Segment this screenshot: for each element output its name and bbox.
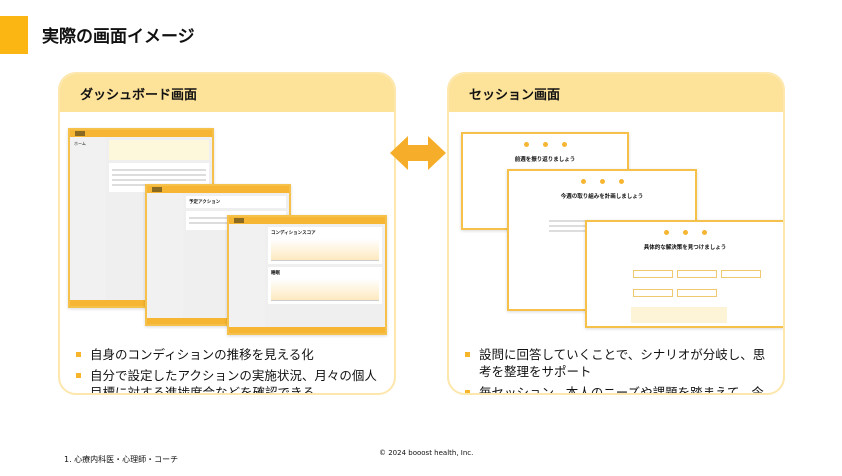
session-heading: 前週を振り返りましょう — [514, 157, 576, 163]
sleep-heading: 睡眠 — [271, 271, 280, 276]
dashboard-screenshot-3: コンディションスコア 睡眠 — [227, 215, 387, 335]
condition-score-heading: コンディションスコア — [271, 231, 316, 236]
planned-actions-heading: 予定アクション — [186, 196, 286, 208]
page-title: 実際の画面イメージ — [42, 27, 195, 47]
session-panel-header: セッション画面 — [449, 74, 783, 112]
bullet: 毎セッション、本人のニーズや課題を踏まえて、今取れる具体アクションに導く — [463, 384, 773, 393]
double-arrow-icon — [390, 136, 446, 170]
session-screenshot-3: 具体的な解決策を見つけましょう — [585, 220, 783, 328]
session-panel: セッション画面 前週を振り返りましょう 今週の取り組みを計画しましょう 具体的な… — [447, 72, 785, 395]
session-heading: 具体的な解決策を見つけましょう — [643, 245, 727, 251]
dashboard-panel: ダッシュボード画面 ホーム 予定アクション コンディションスコア 睡眠 自身のコ… — [58, 72, 396, 395]
bullet: 設問に回答していくことで、シナリオが分岐し、思考を整理をサポート — [463, 346, 773, 380]
copyright: © 2024 booost health, Inc. — [379, 449, 474, 457]
session-heading: 今週の取り組みを計画しましょう — [560, 194, 644, 200]
nav-home: ホーム — [70, 137, 106, 300]
dashboard-panel-header: ダッシュボード画面 — [60, 74, 394, 112]
footnote: 1. 心療内科医・心理師・コーチ — [64, 455, 179, 464]
title-marker — [0, 16, 28, 54]
bullet: 自身のコンディションの推移を見える化 — [74, 346, 384, 363]
bullet: 自分で設定したアクションの実施状況、月々の個人目標に対する進捗度合などを確認でき… — [74, 367, 384, 393]
